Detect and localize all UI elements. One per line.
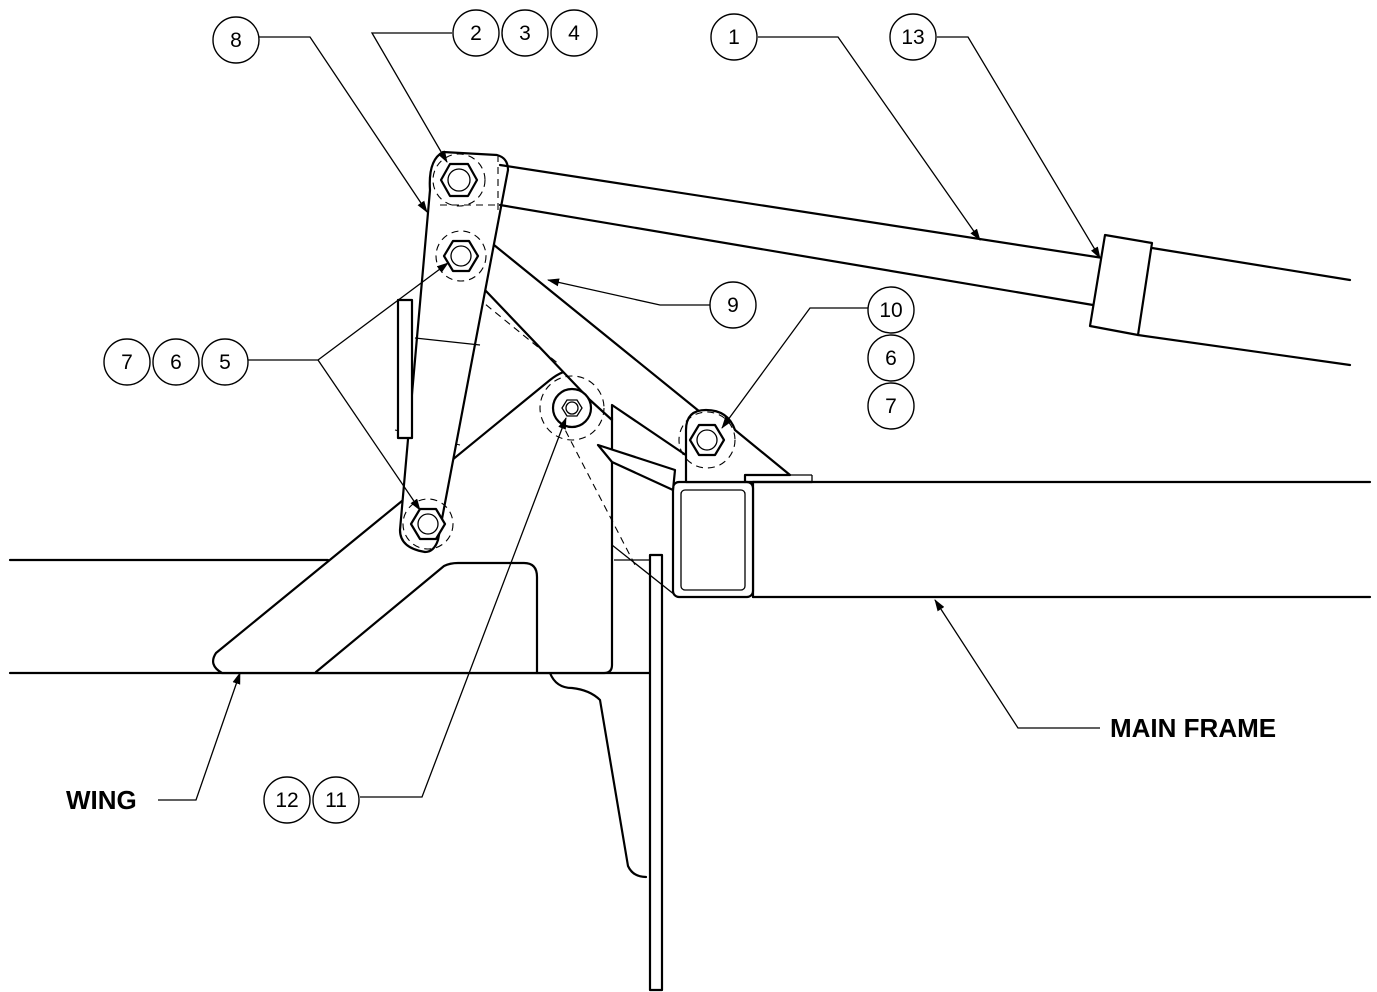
gusset <box>548 671 648 879</box>
callout-9: 9 <box>709 281 757 329</box>
svg-text:11: 11 <box>325 789 347 812</box>
callout-10: 10 <box>867 286 915 334</box>
callout-13: 13 <box>889 13 937 61</box>
nut-pivot-tube <box>688 423 726 457</box>
callout-3: 3 <box>501 9 549 57</box>
main-frame-beam <box>751 480 1372 599</box>
mount-plate <box>614 553 664 992</box>
svg-text:6: 6 <box>170 351 182 374</box>
callout-8: 8 <box>212 16 260 64</box>
svg-text:12: 12 <box>275 789 298 812</box>
svg-text:7: 7 <box>885 395 897 418</box>
callout-11: 11 <box>312 776 360 824</box>
main-frame-label: MAIN FRAME <box>1110 713 1276 743</box>
main-frame-tube <box>671 474 814 599</box>
hinge-arm <box>396 150 510 554</box>
callout-6b: 6 <box>867 334 915 382</box>
svg-text:7: 7 <box>121 351 133 374</box>
svg-text:10: 10 <box>879 299 902 322</box>
svg-text:1: 1 <box>728 26 740 49</box>
nut-lower-arm <box>402 498 454 550</box>
leader-lines <box>158 32 1101 801</box>
svg-text:5: 5 <box>219 351 231 374</box>
svg-text:2: 2 <box>470 22 482 45</box>
svg-text:9: 9 <box>727 294 739 317</box>
svg-text:3: 3 <box>519 22 531 45</box>
callout-7a: 7 <box>103 338 151 386</box>
hydraulic-cylinder <box>498 163 1352 367</box>
callout-7b: 7 <box>867 382 915 430</box>
wing-label: WING <box>66 785 137 815</box>
svg-text:4: 4 <box>568 22 580 45</box>
callout-4: 4 <box>550 9 598 57</box>
nut-top <box>432 153 486 207</box>
callout-2: 2 <box>452 9 500 57</box>
nut-upper-link <box>435 230 487 282</box>
callout-12: 12 <box>263 776 311 824</box>
svg-text:13: 13 <box>901 26 924 49</box>
strap-lower-edge <box>611 544 676 596</box>
svg-text:8: 8 <box>230 29 242 52</box>
svg-text:6: 6 <box>885 347 897 370</box>
strap <box>596 443 677 492</box>
callout-6a: 6 <box>152 338 200 386</box>
callout-1: 1 <box>710 13 758 61</box>
callout-5: 5 <box>201 338 249 386</box>
